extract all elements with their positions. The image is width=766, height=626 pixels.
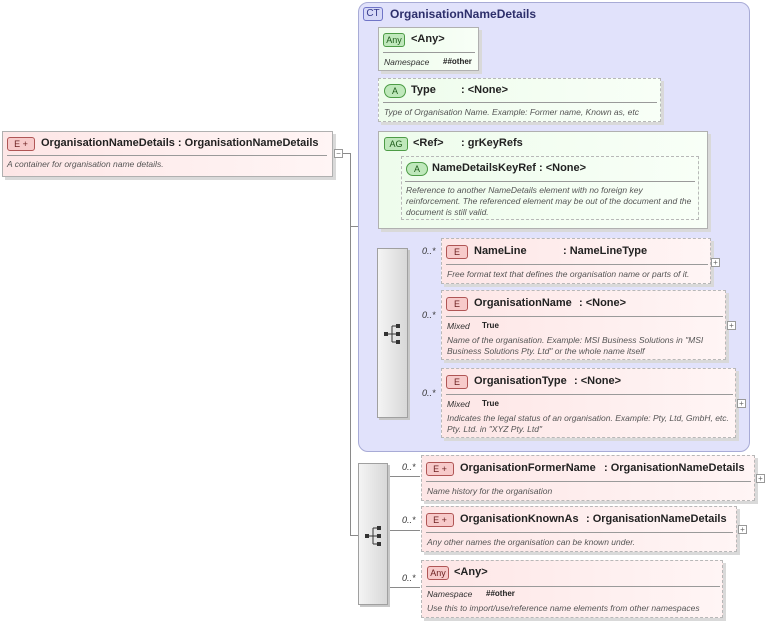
divider <box>426 586 720 587</box>
any-badge: Any <box>427 566 449 580</box>
type-attribute-type: : <None> <box>461 84 509 96</box>
element-type: : <None> <box>574 375 622 387</box>
element-badge: E <box>446 297 468 311</box>
collapse-toggle[interactable]: − <box>334 149 343 158</box>
inner-sequence-compositor[interactable] <box>377 248 408 418</box>
divider <box>426 532 733 533</box>
element-box-organisation-name[interactable]: E OrganisationName : <None> Mixed True N… <box>441 290 726 360</box>
sequence-icon <box>384 324 400 344</box>
attribute-badge: A <box>406 162 428 176</box>
element-description: Name of the organisation. Example: MSI B… <box>447 335 704 356</box>
mixed-label: Mixed <box>447 321 470 331</box>
divider <box>383 52 475 53</box>
namespace-label: Namespace <box>384 57 430 67</box>
namespace-value: ##other <box>443 57 472 66</box>
expand-toggle[interactable]: + <box>711 258 720 267</box>
element-name: OrganisationKnownAs <box>460 513 579 525</box>
element-badge: E + <box>426 462 454 476</box>
root-element-description: A container for organisation name detail… <box>7 159 164 169</box>
divider <box>426 481 751 482</box>
attribute-group-box[interactable]: AG <Ref> : grKeyRefs A NameDetailsKeyRef… <box>378 131 708 229</box>
attribute-group-type: : grKeyRefs <box>461 137 523 149</box>
element-type: : <None> <box>579 297 627 309</box>
divider <box>446 394 733 395</box>
element-description: Name history for the organisation <box>427 486 553 496</box>
mixed-value: True <box>482 399 499 408</box>
complex-type-title: OrganisationNameDetails <box>390 7 537 21</box>
occurrence-label: 0..* <box>422 246 436 256</box>
type-attribute-description: Type of Organisation Name. Example: Form… <box>384 107 639 117</box>
mixed-value: True <box>482 321 499 330</box>
mixed-label: Mixed <box>447 399 470 409</box>
any-attribute-box[interactable]: Any <Any> Namespace ##other <box>378 27 479 71</box>
connector <box>388 476 420 477</box>
attribute-group-name: <Ref> <box>413 137 444 149</box>
expand-glyph: + <box>22 139 28 149</box>
expand-glyph: + <box>441 515 447 525</box>
expand-toggle[interactable]: + <box>727 321 736 330</box>
key-ref-attribute-box[interactable]: A NameDetailsKeyRef : <None> Reference t… <box>401 156 699 220</box>
connector <box>350 226 358 227</box>
occurrence-label: 0..* <box>422 310 436 320</box>
attribute-badge: A <box>384 84 406 98</box>
type-attribute-box[interactable]: A Type : <None> Type of Organisation Nam… <box>378 78 661 122</box>
element-badge: E + <box>7 137 35 151</box>
sequence-icon <box>365 526 381 546</box>
occurrence-label: 0..* <box>422 388 436 398</box>
occurrence-label: 0..* <box>402 462 416 472</box>
any-badge: Any <box>383 33 405 47</box>
element-type: : OrganisationNameDetails <box>586 513 727 525</box>
expand-toggle[interactable]: + <box>756 474 765 483</box>
element-type: : OrganisationNameDetails <box>604 462 745 474</box>
expand-toggle[interactable]: + <box>737 399 746 408</box>
divider <box>446 316 723 317</box>
expand-glyph: + <box>441 464 447 474</box>
connector <box>388 587 420 588</box>
element-description: Free format text that defines the organi… <box>447 269 690 279</box>
element-box-organisation-former-name[interactable]: E + OrganisationFormerName : Organisatio… <box>421 455 755 501</box>
occurrence-label: 0..* <box>402 573 416 583</box>
element-description: Use this to import/use/reference name el… <box>427 603 700 613</box>
element-name: OrganisationType <box>474 375 567 387</box>
connector <box>350 153 351 536</box>
outer-sequence-compositor[interactable] <box>358 463 388 605</box>
element-box-organisation-known-as[interactable]: E + OrganisationKnownAs : OrganisationNa… <box>421 506 737 552</box>
namespace-value: ##other <box>486 589 515 598</box>
complex-type-badge: CT <box>363 7 383 21</box>
element-name: OrganisationFormerName <box>460 462 596 474</box>
type-attribute-name: Type <box>411 84 436 96</box>
connector <box>388 530 420 531</box>
namespace-label: Namespace <box>427 589 473 599</box>
divider <box>446 264 708 265</box>
any-element-title: <Any> <box>454 566 488 578</box>
element-description: Indicates the legal status of an organis… <box>447 413 729 434</box>
element-name: OrganisationName <box>474 297 572 309</box>
element-badge: E <box>446 245 468 259</box>
connector <box>350 535 358 536</box>
element-type: : NameLineType <box>563 245 648 257</box>
element-badge: E + <box>426 513 454 527</box>
element-box-nameline[interactable]: E NameLine : NameLineType Free format te… <box>441 238 711 284</box>
element-description: Any other names the organisation can be … <box>427 537 636 547</box>
occurrence-label: 0..* <box>402 515 416 525</box>
any-element-box[interactable]: Any <Any> Namespace ##other Use this to … <box>421 560 723 618</box>
root-element-title: OrganisationNameDetails : OrganisationNa… <box>41 137 319 149</box>
divider <box>7 155 327 156</box>
element-box-organisation-type[interactable]: E OrganisationType : <None> Mixed True I… <box>441 368 736 438</box>
element-name: NameLine <box>474 245 527 257</box>
attribute-group-badge: AG <box>384 137 408 151</box>
root-element-box[interactable]: E + OrganisationNameDetails : Organisati… <box>2 131 333 177</box>
divider <box>405 181 695 182</box>
expand-toggle[interactable]: + <box>738 525 747 534</box>
divider <box>383 102 657 103</box>
element-badge: E <box>446 375 468 389</box>
any-attribute-title: <Any> <box>411 33 445 45</box>
key-ref-attribute-description: Reference to another NameDetails element… <box>406 185 692 217</box>
key-ref-attribute-title: NameDetailsKeyRef : <None> <box>432 162 587 174</box>
